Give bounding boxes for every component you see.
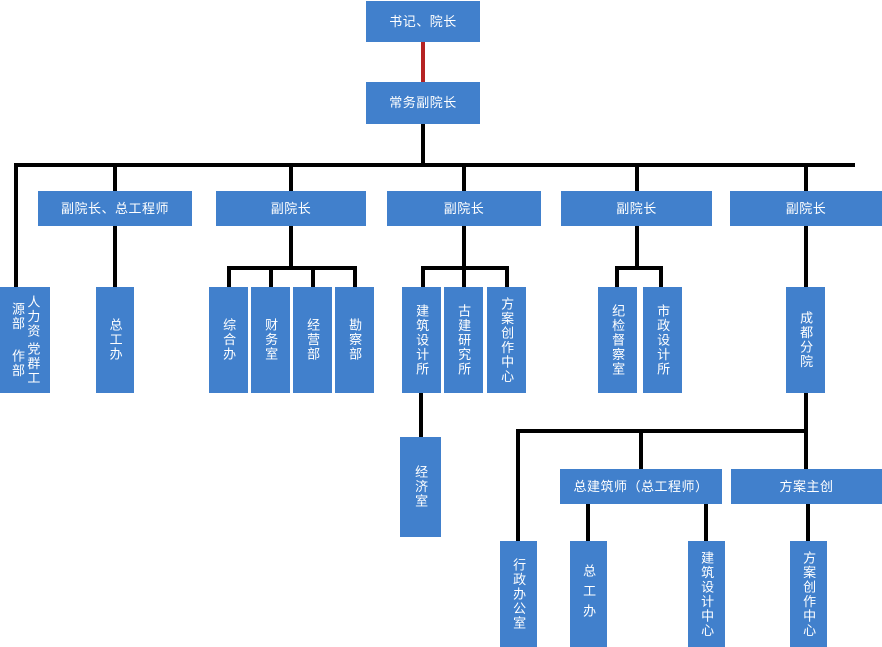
node-vice-president-4[interactable]: 副院长 [561,191,712,226]
node-discipline-inspection-office[interactable]: 纪检督察室 [598,287,637,393]
node-label-hr-dept: 人力资源部 [10,294,41,339]
node-scheme-lead[interactable]: 方案主创 [731,469,882,504]
connector-vp4-drop-1 [615,266,619,287]
connector-drop-far-left [14,163,18,287]
node-chief-engineer-office[interactable]: 总工办 [96,287,134,393]
node-administration-office[interactable]: 行政办公室 [500,541,537,647]
node-vice-president-chief-engineer[interactable]: 副院长、总工程师 [38,191,192,226]
node-chief-architect[interactable]: 总建筑师（总工程师） [560,469,722,504]
connector-chairman-to-executive-vp [421,42,425,82]
node-label-party-work-dept: 党群工作部 [10,341,41,386]
node-architecture-design-institute[interactable]: 建筑设计所 [402,287,441,393]
connector-vp5-to-chengdu-branch [804,226,808,287]
node-survey-dept[interactable]: 勘察部 [335,287,374,393]
connector-vp3-drop-1 [421,266,425,287]
node-vice-president-5[interactable]: 副院长 [730,191,882,226]
node-municipal-design-institute[interactable]: 市政设计所 [643,287,682,393]
node-hr-and-party-work-dept[interactable]: 人力资源部 党群工作部 [0,287,50,393]
connector-chief-architect-to-chief-eng-office [586,504,590,541]
connector-chengdu-drop-scheme-lead [804,429,808,469]
node-chairman[interactable]: 书记、院长 [366,1,480,42]
node-branch-chief-engineer-office[interactable]: 总工办 [570,541,607,647]
connector-vp3-drop-2 [462,266,466,287]
node-finance-room[interactable]: 财务室 [251,287,290,393]
node-ancient-architecture-institute[interactable]: 古建研究所 [444,287,483,393]
connector-vp4-stem [635,226,639,268]
node-economics-room[interactable]: 经济室 [400,437,441,537]
connector-chengdu-bus [516,429,808,433]
connector-level2-bus [14,163,855,167]
connector-executive-vp-stem [421,124,425,166]
connector-chief-architect-to-arch-design-center [704,504,708,541]
connector-drop-vp1 [113,163,117,191]
node-scheme-creation-center-branch[interactable]: 方案创作中心 [790,541,827,647]
connector-drop-vp3 [462,163,466,191]
node-architecture-design-center[interactable]: 建筑设计中心 [688,541,725,647]
connector-arch-inst-to-economics-room [419,393,423,437]
connector-scheme-lead-to-scheme-creation-center [806,504,810,541]
connector-drop-vp2 [289,163,293,191]
connector-vp3-stem [462,226,466,268]
node-scheme-creation-center-level3[interactable]: 方案创作中心 [487,287,526,393]
connector-vp2-drop-4 [353,266,357,287]
node-general-office[interactable]: 综合办 [209,287,248,393]
connector-vp2-drop-1 [227,266,231,287]
node-vice-president-2[interactable]: 副院长 [216,191,366,226]
node-chengdu-branch[interactable]: 成都分院 [786,287,825,393]
connector-chengdu-drop-chief-architect [639,429,643,469]
connector-vp1-to-chief-eng-office [113,226,117,287]
connector-drop-vp4 [635,163,639,191]
connector-vp2-drop-2 [269,266,273,287]
node-executive-vice-president[interactable]: 常务副院长 [366,82,480,124]
connector-drop-vp5 [804,163,808,191]
connector-vp2-stem [289,226,293,268]
node-operations-dept[interactable]: 经营部 [293,287,332,393]
connector-vp3-drop-3 [505,266,509,287]
node-vice-president-3[interactable]: 副院长 [387,191,541,226]
connector-chengdu-drop-admin [516,429,520,541]
connector-vp2-bus [227,266,357,270]
connector-vp4-drop-2 [659,266,663,287]
connector-chengdu-stem [804,393,808,433]
connector-vp4-bus [615,266,663,270]
connector-vp2-drop-3 [311,266,315,287]
